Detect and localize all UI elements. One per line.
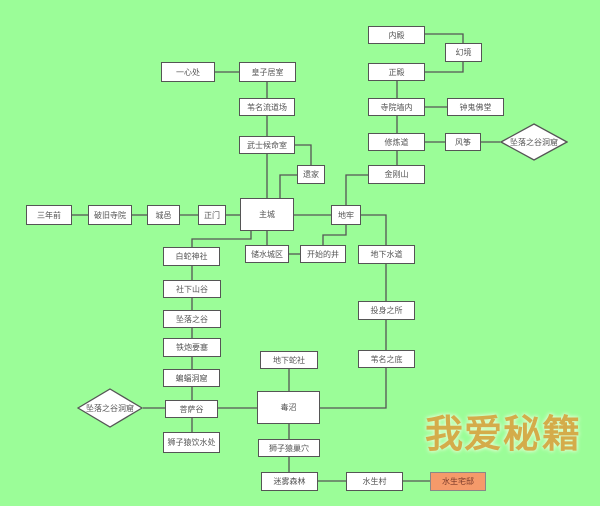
node-pusagu: 菩萨谷 xyxy=(165,400,218,418)
watermark-logo: 我爱秘籍 xyxy=(425,412,582,456)
node-yijia: 遗家 xyxy=(297,165,325,184)
node-dilao: 地牢 xyxy=(331,205,361,225)
node-dixia-sheshe: 地下蛇社 xyxy=(260,351,318,369)
node-wushi-houmingshi: 武士候命室 xyxy=(239,136,295,154)
node-zhuiluo-zhigu: 坠落之谷 xyxy=(163,310,221,328)
node-pojiusiyuan: 破旧寺院 xyxy=(88,205,132,225)
node-duzhao: 毒沼 xyxy=(257,391,320,424)
node-zhengdian: 正殿 xyxy=(368,63,425,81)
node-toushen-zhisuo: 投身之所 xyxy=(358,301,415,320)
diamond-label: 坠落之谷洞窟 xyxy=(86,403,134,413)
edge xyxy=(295,144,312,165)
edge xyxy=(279,174,297,198)
node-neidian: 内殿 xyxy=(368,26,425,44)
node-bianfu-dongku: 蝙蝠洞窟 xyxy=(163,369,220,387)
node-fengzheng: 风筝 xyxy=(445,133,481,151)
node-zhucheng: 主城 xyxy=(240,198,294,231)
edge xyxy=(345,174,368,205)
edge xyxy=(322,225,347,245)
node-siyuanqiangnei: 寺院墙内 xyxy=(368,98,425,116)
node-huanjing: 幻境 xyxy=(445,43,482,62)
node-zhengmen: 正门 xyxy=(198,205,226,225)
node-shiziyuan-chaoxue: 狮子猿巢穴 xyxy=(258,439,320,457)
edge xyxy=(361,214,387,245)
node-zhushui-chengqu: 储水城区 xyxy=(245,245,289,263)
node-chengyi: 城邑 xyxy=(147,205,180,225)
edge xyxy=(320,368,387,409)
node-sannianqian: 三年前 xyxy=(26,205,72,225)
node-xiuliandao: 修炼道 xyxy=(368,133,425,151)
node-yixinchu: 一心处 xyxy=(161,62,215,82)
node-hidden-by-watermark: 水生宅邸 xyxy=(430,472,486,491)
node-jingangshan: 金刚山 xyxy=(368,165,425,184)
node-zhongguifotang: 钟鬼佛堂 xyxy=(447,98,504,116)
node-weiming-zhidi: 苇名之底 xyxy=(358,350,415,368)
node-shuishengcun: 水生村 xyxy=(346,472,403,491)
node-diamond-zhuiluo-dongku-right: 坠落之谷洞窟 xyxy=(500,123,568,161)
node-huangzijushi: 皇子居室 xyxy=(239,62,296,82)
node-shexia-shangu: 社下山谷 xyxy=(163,280,221,298)
diamond-label: 坠落之谷洞窟 xyxy=(510,137,558,147)
node-tiepao-yaosai: 铁炮要塞 xyxy=(163,338,221,357)
edge xyxy=(425,62,464,73)
node-weiming-daochang: 苇名流道场 xyxy=(239,98,295,116)
node-shiziyuan-yinshui: 狮子猿饮水处 xyxy=(163,432,220,453)
edge xyxy=(191,231,252,247)
node-miwu-senlin: 迷雾森林 xyxy=(261,472,318,491)
node-diamond-zhuiluo-dongku-left: 坠落之谷洞窟 xyxy=(77,388,143,428)
node-kaishi-dejing: 开始的井 xyxy=(300,245,346,263)
edge xyxy=(425,33,464,43)
node-baishe-shenshe: 白蛇神社 xyxy=(163,247,220,266)
node-dixia-shuidao: 地下水道 xyxy=(358,245,415,264)
